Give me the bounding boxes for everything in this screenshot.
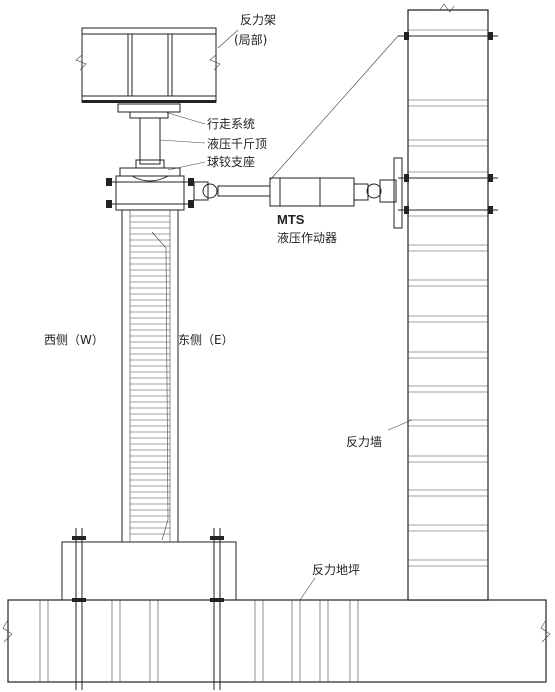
label-east-side: 东侧（E） bbox=[178, 333, 234, 347]
label-actuator: 液压作动器 bbox=[277, 230, 337, 245]
label-walking-system: 行走系统 bbox=[207, 117, 255, 131]
label-mts: MTS bbox=[277, 212, 305, 227]
label-reaction-floor: 反力地坪 bbox=[312, 563, 360, 577]
reaction-wall bbox=[398, 3, 498, 601]
spherical-hinge-support bbox=[106, 167, 194, 211]
label-reaction-wall: 反力墙 bbox=[346, 435, 382, 449]
pier-column bbox=[121, 209, 179, 543]
hydraulic-jack bbox=[135, 117, 165, 169]
label-spherical-hinge: 球铰支座 bbox=[207, 154, 255, 169]
mts-actuator bbox=[193, 157, 403, 229]
label-reaction-frame: 反力架 bbox=[240, 13, 276, 27]
footing bbox=[61, 528, 237, 690]
reaction-frame bbox=[75, 27, 221, 103]
label-reaction-frame-part: (局部) bbox=[234, 32, 267, 47]
reaction-floor bbox=[2, 599, 551, 683]
label-west-side: 西侧（W） bbox=[44, 333, 104, 347]
walking-system bbox=[117, 103, 181, 119]
label-hydraulic-jack: 液压千斤顶 bbox=[207, 136, 267, 151]
